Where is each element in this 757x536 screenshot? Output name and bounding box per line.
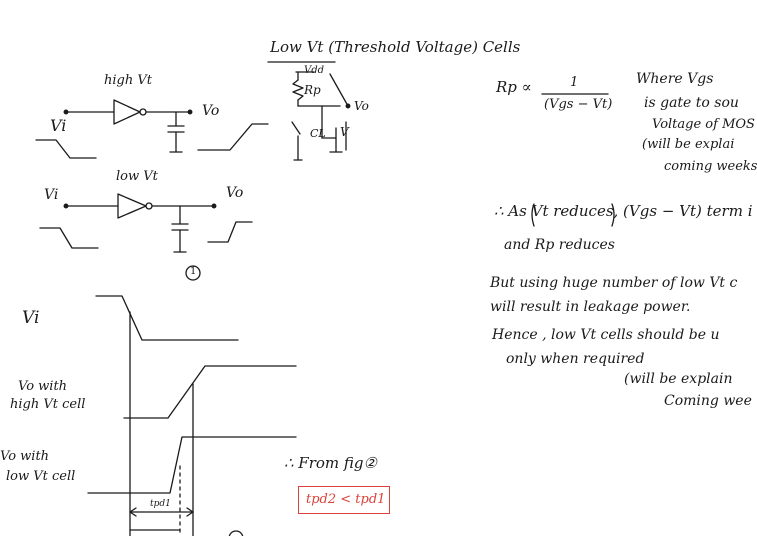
where-note-4: (will be explai <box>642 137 735 152</box>
v-label: V <box>340 125 349 139</box>
formula-numerator: 1 <box>570 75 579 90</box>
note-hence: Hence , low Vt cells should be u <box>492 327 720 343</box>
vdd-label: Vdd <box>304 65 325 76</box>
note-coming-weeks: Coming wee <box>664 393 752 409</box>
page-title: Low Vt (Threshold Voltage) Cells <box>270 38 521 56</box>
timing-vi-label: Vi <box>22 308 40 328</box>
vo-low-label-line2: low Vt cell <box>6 469 76 484</box>
note-leakage: will result in leakage power. <box>490 299 691 315</box>
vo-high-label-line1: Vo with <box>18 379 68 394</box>
figure-1-marker: 1 <box>190 266 197 277</box>
note-only-when: only when required <box>506 351 645 367</box>
circuit-high-vt <box>35 99 269 159</box>
note-vt-reduces: ∴ As Vt reduces, (Vgs − Vt) term i <box>494 202 753 220</box>
circuit-low-vt <box>39 193 253 253</box>
rp-label: Rp <box>304 83 321 97</box>
cl-label: CL <box>310 127 326 140</box>
vo-high-label-line2: high Vt cell <box>10 397 86 412</box>
rc-vo-label: Vo <box>354 99 369 113</box>
note-huge-number: But using huge number of low Vt c <box>490 275 738 291</box>
note-rp-reduces: and Rp reduces <box>504 237 615 253</box>
vo-low-label-line1: Vo with <box>0 449 50 464</box>
formula-lhs: Rp ∝ <box>496 78 532 96</box>
tpd-comparison: tpd2 < tpd1 <box>306 492 386 507</box>
result-box <box>298 486 390 514</box>
timing-diagram <box>87 295 297 536</box>
where-note-3: Voltage of MOS <box>652 117 755 132</box>
note-will-be-explained: (will be explain <box>624 371 733 387</box>
rc-model <box>291 71 351 161</box>
vi-label-2: Vi <box>44 187 59 203</box>
high-vt-gate-label: high Vt <box>104 73 152 88</box>
vi-label-1: Vi <box>50 116 67 135</box>
vo-label-1: Vo <box>202 103 220 119</box>
where-note-1: Where Vgs <box>636 71 714 87</box>
low-vt-gate-label: low Vt <box>116 169 158 184</box>
where-note-2: is gate to sou <box>644 95 739 111</box>
tpd1-label: tpd1 <box>150 499 171 509</box>
vo-label-2: Vo <box>226 185 244 201</box>
from-fig-2-note: ∴ From fig② <box>284 454 377 472</box>
where-note-5: coming weeks <box>664 159 757 174</box>
formula-denominator: (Vgs − Vt) <box>544 97 613 112</box>
